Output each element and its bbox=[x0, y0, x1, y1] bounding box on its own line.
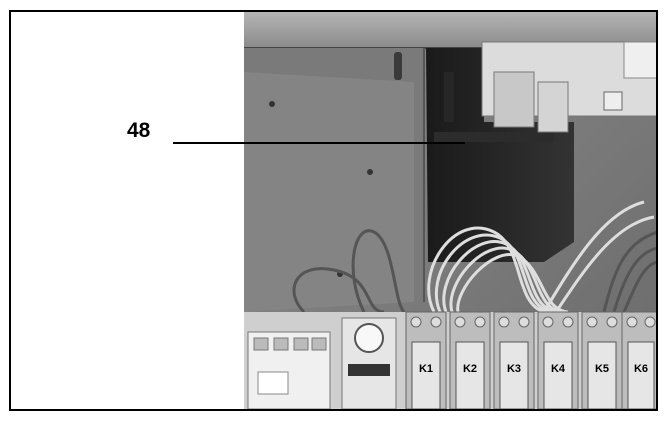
relay-label: K3 bbox=[507, 363, 521, 375]
figure-frame: K1 K2 K3 K4 bbox=[9, 10, 658, 411]
relay-label: K2 bbox=[463, 363, 477, 375]
relay-label: K4 bbox=[551, 363, 566, 375]
relay-label: K5 bbox=[595, 363, 609, 375]
callout-leader-line bbox=[173, 142, 465, 144]
equipment-photo: K1 K2 K3 K4 bbox=[244, 12, 656, 409]
relay-label: K1 bbox=[419, 363, 433, 375]
callout-label: 48 bbox=[127, 119, 151, 142]
relay-label: K6 bbox=[634, 363, 648, 375]
